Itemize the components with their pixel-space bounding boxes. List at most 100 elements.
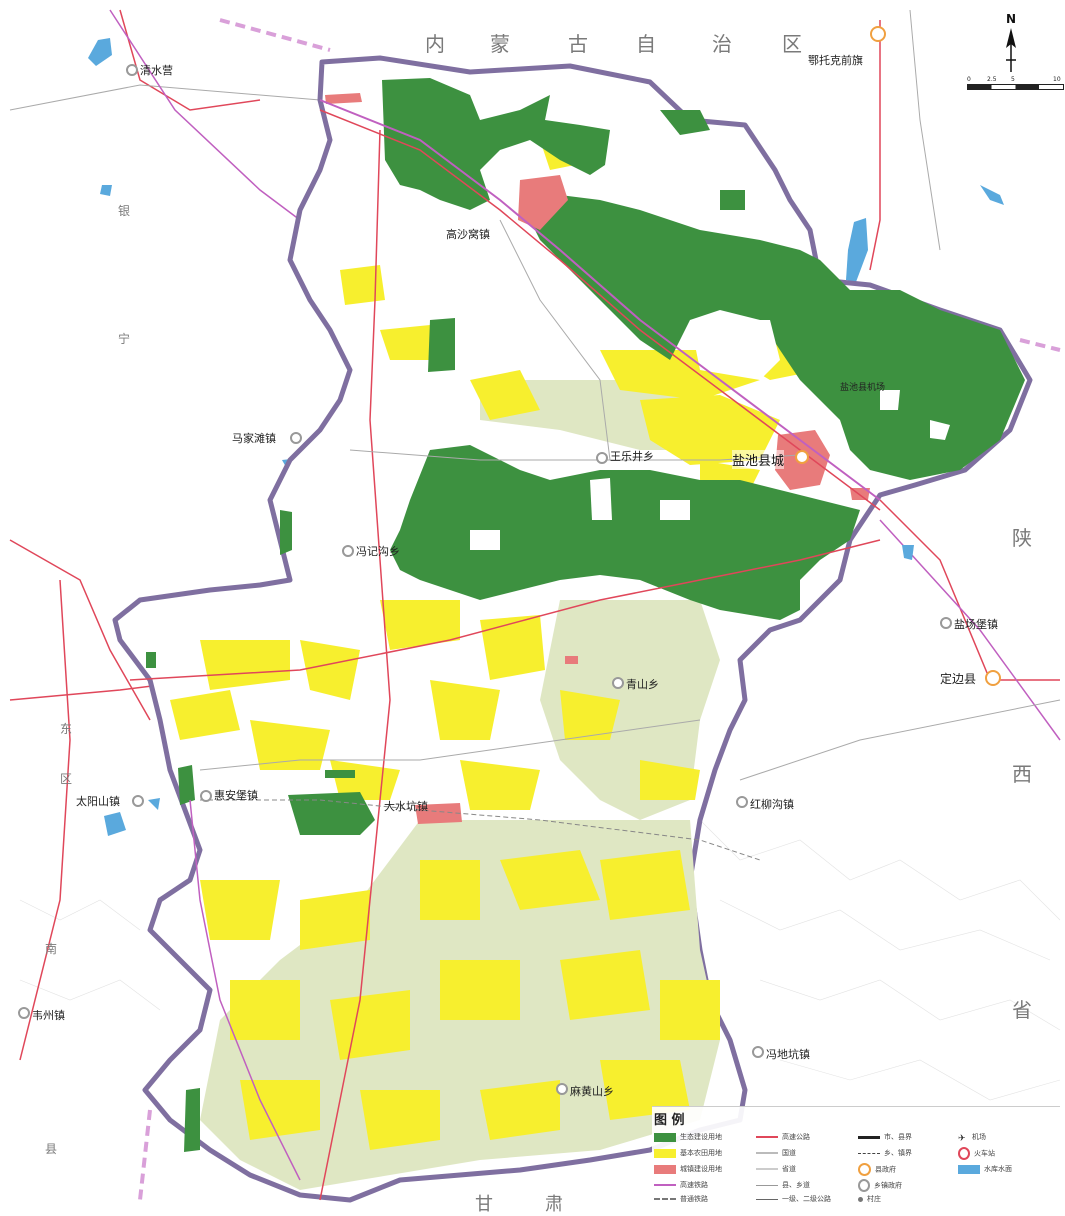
water-swatch [958,1164,980,1174]
scale-tick-3: 10 [1053,76,1061,83]
road-n [9,84,321,111]
map-legend: 图 例 生态建设用地 基本农田用地 城镇建设用地 高速铁路 普通铁路 高速公路 … [652,1106,1060,1207]
town-marker [612,677,624,689]
place-airport: 盐池县机场 [840,383,886,393]
forest-clearings [470,320,950,550]
town-marker [200,790,212,802]
place-dashuikeng: 大水坑镇 [384,800,428,813]
road-w3 [19,579,71,1061]
town-marker [556,1083,568,1095]
railway-s [189,799,301,1181]
county-seat-marker [870,26,886,42]
town-marker [126,64,138,76]
highway-line [756,1136,778,1138]
station-icon [958,1147,970,1160]
north-label: N [1006,12,1017,26]
provincial-road-line [756,1168,778,1170]
town-marker [736,796,748,808]
town-gov-icon [858,1179,870,1192]
town-marker [132,795,144,807]
north-arrow: N [996,12,1026,72]
road-gray3 [499,219,611,461]
farmland [170,110,820,1150]
legend-item-airport: ✈机场 [958,1133,986,1144]
county-seat-marker-dingbian [985,670,1001,686]
place-qingshuiying: 清水营 [140,64,173,77]
scale-tick-2: 5 [1011,76,1015,83]
road-e1 [879,499,1060,681]
water-nw [88,38,112,66]
place-taiyangshan: 太阳山镇 [76,795,120,808]
road-gray2 [200,799,761,861]
railway-e [879,519,1061,741]
legend-item-town-boundary: 乡、镇界 [858,1147,912,1159]
village-icon [858,1196,863,1202]
legend-item-village: 村庄 [858,1193,881,1205]
province-label-shaanxi-1: 陕 [1012,526,1032,550]
town-marker [940,617,952,629]
place-huiandu: 惠安堡镇 [214,789,258,802]
place-fengdikeng: 冯地坑镇 [766,1048,810,1061]
county-roads [129,99,881,1201]
place-wanglejing: 王乐井乡 [610,450,654,463]
class-road-line [756,1198,778,1200]
place-yanchang: 盐场堡镇 [954,618,998,631]
forest-swatch [654,1132,676,1142]
legend-item-city-boundary: 市、县界 [858,1131,912,1143]
national-road-line [756,1152,778,1154]
province-label-inner-mongolia-3: 古 [568,32,588,56]
hsr-line [654,1184,676,1186]
place-etuokeqianqi: 鄂托克前旗 [808,54,863,67]
scale-tick-1: 2.5 [987,76,997,83]
legend-item-hsr: 高速铁路 [654,1179,708,1191]
scale-bar-graphic [967,84,1064,90]
place-qingshan: 青山乡 [626,678,659,691]
place-yanchi: 盐池县城 [732,450,785,469]
place-fengjizhuang: 冯记沟乡 [356,545,400,558]
place-weizhou: 韦州镇 [32,1009,65,1022]
place-dingbian: 定边县 [940,672,977,686]
railway-main [319,99,881,501]
road-gray1 [199,719,701,771]
legend-item-highway: 高速公路 [756,1131,810,1143]
region-label-left-5: 南 [45,942,58,956]
province-label-gansu-2: 肃 [545,1194,563,1215]
place-gaoshawo: 高沙窝镇 [446,228,490,241]
water-ne [846,218,868,282]
scale-tick-0: 0 [967,76,971,83]
place-mahuangshan: 麻黄山乡 [570,1085,614,1098]
town-marker [752,1046,764,1058]
urban-swatch [654,1164,676,1174]
railway-line [654,1198,676,1200]
county-seat-marker-yanchi [795,450,809,464]
place-majiatan: 马家滩镇 [232,432,276,445]
town-marker [596,452,608,464]
road-ne [869,20,881,271]
highway-ns [319,129,391,1201]
region-label-left-1: 银 [118,204,131,218]
province-label-shaanxi-2: 西 [1012,762,1032,786]
county-gov-icon [858,1163,871,1176]
province-label-inner-mongolia-1: 内 [425,32,445,56]
region-label-left-4: 区 [60,772,73,786]
legend-item-farmland: 基本农田用地 [654,1147,722,1159]
scale-bar: 0 2.5 5 10 [967,76,1064,90]
legend-item-station: 火车站 [958,1147,995,1160]
road-e2 [739,699,1061,781]
legend-item-county-road: 县、乡道 [756,1179,810,1191]
legend-item-class-road: 一级、二级公路 [756,1193,831,1205]
legend-item-county-gov: 县政府 [858,1163,896,1176]
highway-main [319,109,881,511]
town-marker [342,545,354,557]
road-w1 [9,539,151,721]
town-marker [290,432,302,444]
legend-item-national: 国道 [756,1147,796,1159]
town-marker [18,1007,30,1019]
north-arrow-icon [1006,28,1016,72]
region-label-left-3: 东 [60,722,73,736]
legend-item-forest: 生态建设用地 [654,1131,722,1143]
legend-item-urban: 城镇建设用地 [654,1163,722,1175]
place-hongliugou: 红柳沟镇 [750,798,794,811]
